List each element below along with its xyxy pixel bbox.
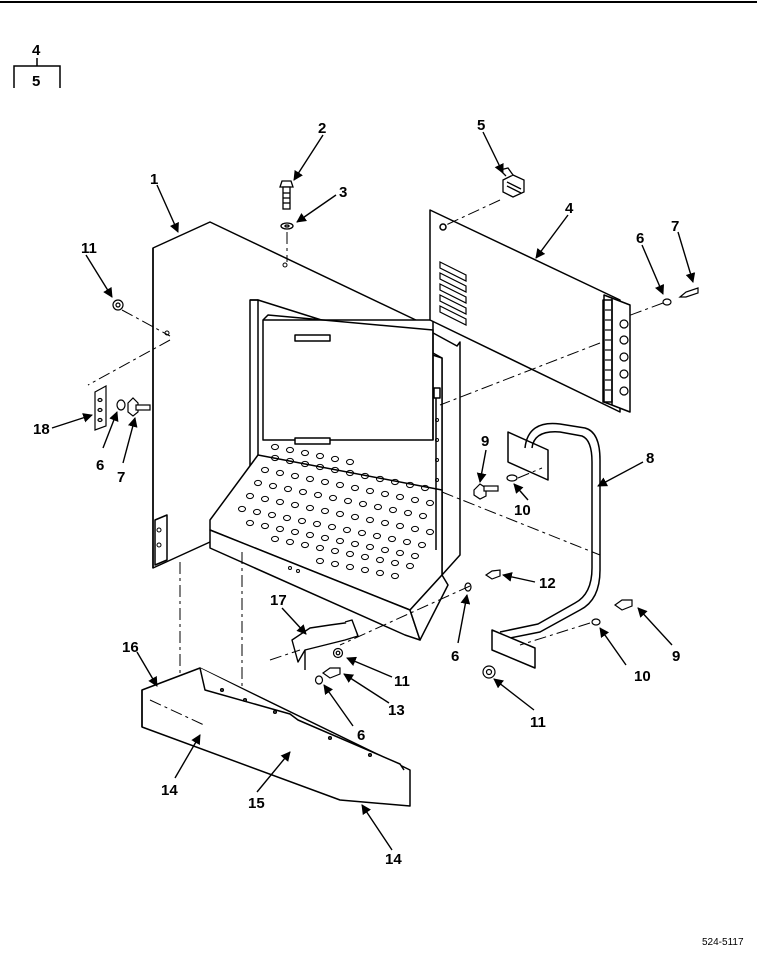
callout-item-12: 12 <box>539 575 556 592</box>
callout-item-4: 4 <box>565 200 574 217</box>
callout-item-6-handle: 6 <box>451 648 459 665</box>
callout-item-7-left: 7 <box>117 469 125 486</box>
fastener-hardware <box>94 287 699 802</box>
enclosure-housing <box>152 221 461 641</box>
callout-item-9-upper: 9 <box>481 433 489 450</box>
panel-latch <box>498 167 525 198</box>
alignment-lines <box>87 199 664 726</box>
handle-assembly <box>491 422 601 669</box>
callout-item-3: 3 <box>339 184 347 201</box>
enclosure-vent-holes <box>156 262 439 580</box>
callout-item-7-panel: 7 <box>671 218 679 235</box>
callout-item-10-lower: 10 <box>634 668 651 685</box>
callout-item-11-bracket: 11 <box>394 673 410 690</box>
callout-item-5: 5 <box>477 117 485 134</box>
callout-leaders <box>51 131 696 851</box>
callout-item-18: 18 <box>33 421 50 438</box>
callout-item-6-bracket: 6 <box>357 727 365 744</box>
top-screw-and-washer <box>279 180 294 230</box>
callout-item-17: 17 <box>270 592 287 609</box>
callout-item-8: 8 <box>646 450 654 467</box>
callout-item-6-panel: 6 <box>636 230 644 247</box>
callout-item-13: 13 <box>388 702 405 719</box>
figure-number: 524-5117 <box>702 937 744 948</box>
callout-item-11-handle: 11 <box>530 714 546 731</box>
callout-item-9-lower: 9 <box>672 648 680 665</box>
callout-item-11-left: 11 <box>81 240 97 257</box>
hierarchy-child: 5 <box>32 73 40 90</box>
panel-hinge-screws <box>605 309 629 396</box>
callout-item-6-left: 6 <box>96 457 104 474</box>
callout-item-14-left: 14 <box>161 782 178 799</box>
callout-item-16: 16 <box>122 639 139 656</box>
callout-labels: 1 2 3 4 5 6 6 6 6 7 7 8 9 9 10 10 11 11 … <box>33 117 680 868</box>
callout-item-2: 2 <box>318 120 326 137</box>
hierarchy-key: 4 5 <box>13 42 61 90</box>
small-bracket <box>291 619 359 670</box>
bottom-base-plate <box>141 667 411 807</box>
hierarchy-parent: 4 <box>32 42 41 59</box>
callout-item-14-right: 14 <box>385 851 402 868</box>
callout-item-15: 15 <box>248 795 265 812</box>
panel-vent-slots <box>439 261 467 326</box>
callout-item-10-upper: 10 <box>514 502 531 519</box>
callout-item-1: 1 <box>150 171 158 188</box>
